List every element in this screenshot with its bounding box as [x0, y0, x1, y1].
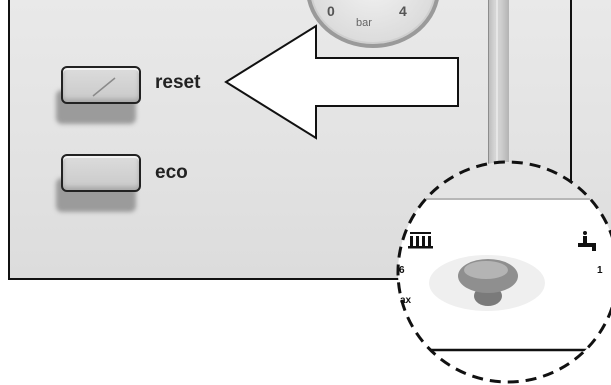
- right-scale-value: 1: [597, 265, 603, 276]
- radiator-icon: [408, 232, 433, 249]
- knob-zoom: [398, 162, 611, 382]
- reset-button-crease: [92, 77, 116, 97]
- arrow-callout: [224, 24, 459, 140]
- left-scale-value: 6: [399, 265, 405, 276]
- left-scale-max: ax: [400, 295, 412, 306]
- gauge-min-label: 0: [327, 3, 335, 19]
- gauge-max-label: 4: [399, 3, 407, 19]
- eco-button[interactable]: [61, 154, 141, 192]
- pipe-highlight: [496, 0, 498, 215]
- panel-edge: [570, 0, 572, 205]
- tap-icon: [578, 231, 596, 251]
- reset-button[interactable]: [61, 66, 141, 104]
- zoom-circle: [396, 160, 611, 384]
- gauge-unit-label: bar: [356, 17, 372, 29]
- reset-label: reset: [155, 72, 201, 93]
- eco-label: eco: [155, 162, 188, 183]
